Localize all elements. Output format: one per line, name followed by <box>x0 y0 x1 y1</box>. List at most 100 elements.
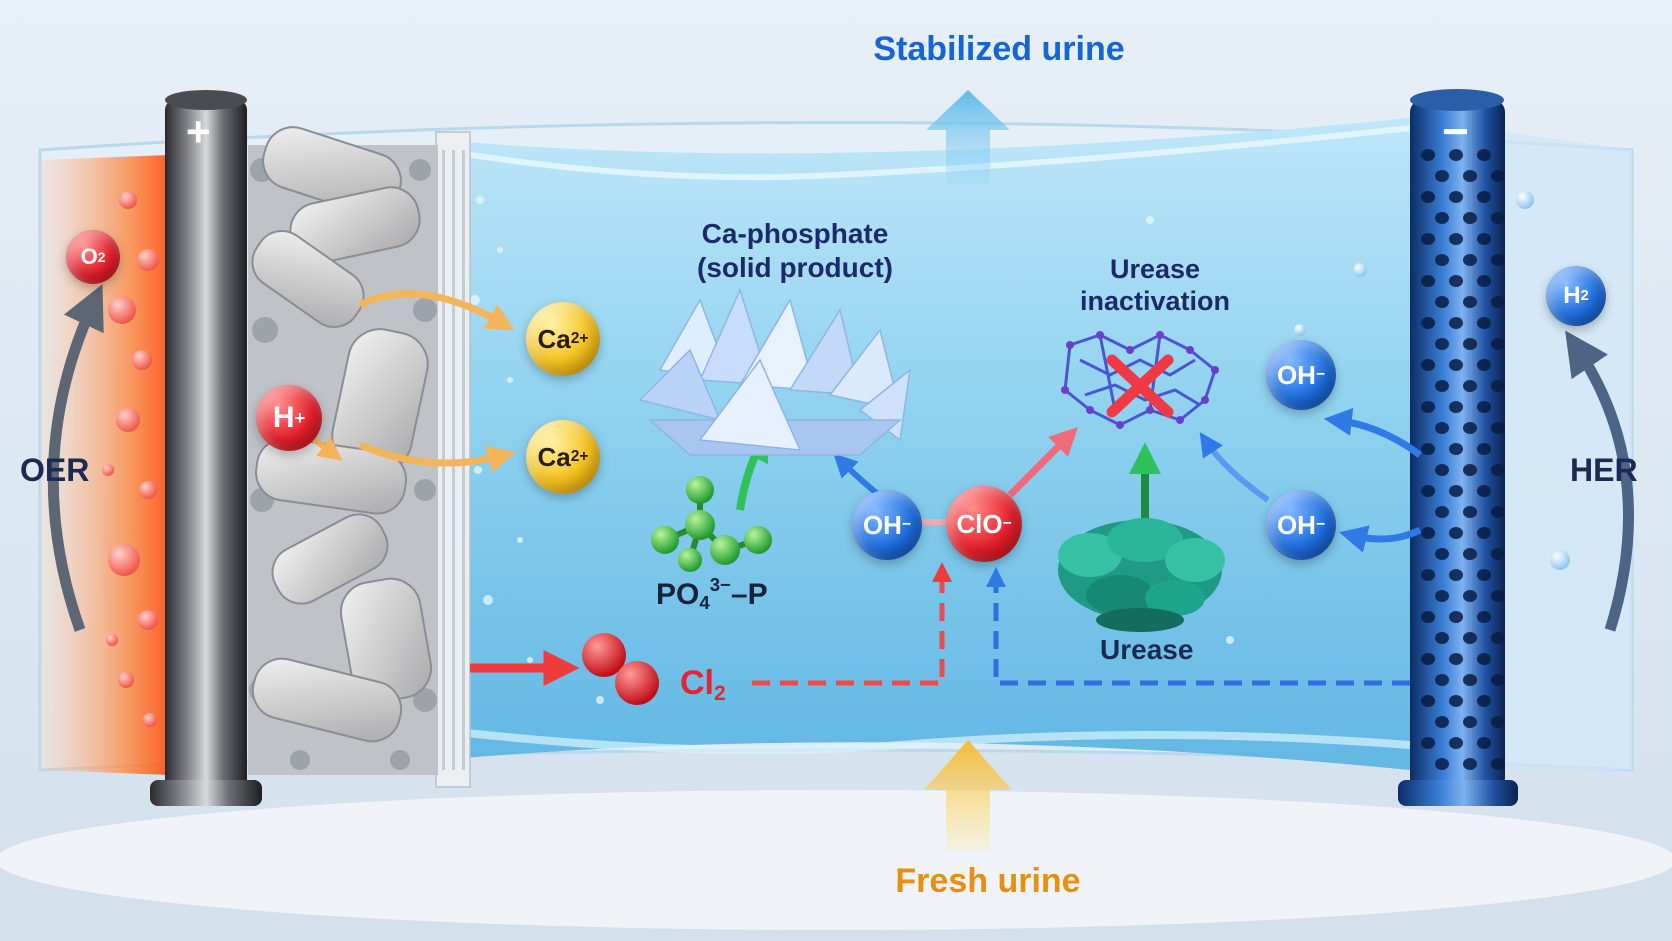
cathode-hole <box>1491 380 1505 392</box>
her-label: HER <box>1570 452 1638 488</box>
oh-to-enzyme-arrow <box>1199 432 1270 503</box>
cathode-hole <box>1435 212 1449 224</box>
cathode-hole <box>1477 611 1491 623</box>
cathode-hole <box>1477 527 1491 539</box>
cathode-hole <box>1449 485 1463 497</box>
ca-phosphate-label: Ca-phosphate (solid product) <box>670 217 920 285</box>
cathode-hole <box>1449 653 1463 665</box>
ca-phosphate-line2: (solid product) <box>697 252 893 283</box>
cathode-hole <box>1449 737 1463 749</box>
cathode-hole <box>1477 737 1491 749</box>
cathode-hole <box>1421 485 1435 497</box>
cathode-hole <box>1421 149 1435 161</box>
water-surface-top <box>439 125 1411 181</box>
cathode-hole <box>1449 233 1463 245</box>
fresh-urine-arrow <box>924 740 1012 850</box>
oh-upper-sup: − <box>1315 366 1326 383</box>
po4-suffix: –P <box>730 578 768 612</box>
o2-base: O <box>80 244 98 269</box>
cathode-hole <box>1421 569 1435 581</box>
cathode-hole <box>1421 317 1435 329</box>
cathode-hole <box>1463 380 1477 392</box>
cathode-hole <box>1449 149 1463 161</box>
oh-mid-sup: − <box>901 516 912 533</box>
red-x-icon <box>1106 354 1174 418</box>
cathode-hole <box>1435 716 1449 728</box>
cathode-hole <box>1421 611 1435 623</box>
cathode-hole <box>1491 548 1505 560</box>
cathode-hole <box>1421 359 1435 371</box>
cathode-to-clo-dashed-arrow <box>986 567 1410 686</box>
cathode-hole <box>1435 422 1449 434</box>
cathode-hole <box>1491 506 1505 518</box>
floor-reflection <box>0 790 1672 930</box>
ca1-sup: 2+ <box>570 330 589 347</box>
cathode-hole <box>1491 170 1505 182</box>
oh-upper-base: OH <box>1276 359 1316 390</box>
cathode-hole <box>1463 254 1477 266</box>
stabilized-urine-label: Stabilized urine <box>873 30 1125 68</box>
cathode-hole <box>1477 359 1491 371</box>
ca-arrow-upper <box>358 290 515 331</box>
chlorine-molecule-icon <box>582 633 659 705</box>
cathode-hole <box>1449 317 1463 329</box>
cathode-hole <box>1435 674 1449 686</box>
cathode-hole <box>1463 170 1477 182</box>
crystal-cluster-icon <box>638 287 912 456</box>
clo-sup: − <box>1002 515 1012 532</box>
cathode-hole <box>1477 653 1491 665</box>
cathode-hole <box>1463 506 1477 518</box>
cathode-hole <box>1491 674 1505 686</box>
water-surface-bottom <box>439 726 1411 754</box>
cathode-hole <box>1491 338 1505 350</box>
cathode-hole <box>1449 401 1463 413</box>
cathode-hole <box>1477 401 1491 413</box>
cathode-hole <box>1435 296 1449 308</box>
clo-ion: ClO− <box>946 486 1022 562</box>
cathode-hole <box>1491 254 1505 266</box>
urease-label: Urease <box>1100 634 1194 665</box>
her-arrow <box>1565 330 1634 632</box>
clo-base: ClO <box>956 508 1003 539</box>
oh-ion-lower: OH− <box>1266 490 1336 560</box>
cathode-hole <box>1463 716 1477 728</box>
ca1-base: Ca <box>537 323 571 354</box>
cathode-hole <box>1491 296 1505 308</box>
cathode-hole <box>1449 569 1463 581</box>
water-bubbles <box>470 196 1234 704</box>
oh-ion-upper: OH− <box>1266 340 1336 410</box>
cathode-hole <box>1491 716 1505 728</box>
stabilized-urine-arrow <box>926 90 1010 185</box>
cathode-hole <box>1491 758 1505 770</box>
oh-mid-base: OH <box>862 509 902 540</box>
cathode-hole <box>1449 527 1463 539</box>
cathode-hole <box>1491 590 1505 602</box>
cathode-hole <box>1421 653 1435 665</box>
anode-sign: + <box>186 108 211 155</box>
cathode-hole <box>1435 254 1449 266</box>
cl2-to-clo-dashed-arrow <box>752 562 952 686</box>
cathode-hole <box>1491 632 1505 644</box>
cathode-hole <box>1477 695 1491 707</box>
cathode-hole <box>1463 632 1477 644</box>
h-plus-ion: H+ <box>256 385 322 451</box>
h2-base: H <box>1563 282 1581 309</box>
cathode-hole <box>1463 296 1477 308</box>
cathode-hole <box>1435 170 1449 182</box>
urease-inactivation-line2: inactivation <box>1079 286 1231 316</box>
cathode-hole <box>1463 464 1477 476</box>
cathode-hole <box>1421 191 1435 203</box>
cathode-sign: − <box>1442 105 1469 157</box>
cathode-hole <box>1463 422 1477 434</box>
oxygen-bubbles <box>102 191 159 727</box>
cathode-hole <box>1491 422 1505 434</box>
cathode-hole <box>1477 485 1491 497</box>
cathode-hole <box>1463 548 1477 560</box>
cathode-hole <box>1435 338 1449 350</box>
anode-rod-icon <box>150 90 262 806</box>
ceramic-pellets <box>251 126 433 743</box>
